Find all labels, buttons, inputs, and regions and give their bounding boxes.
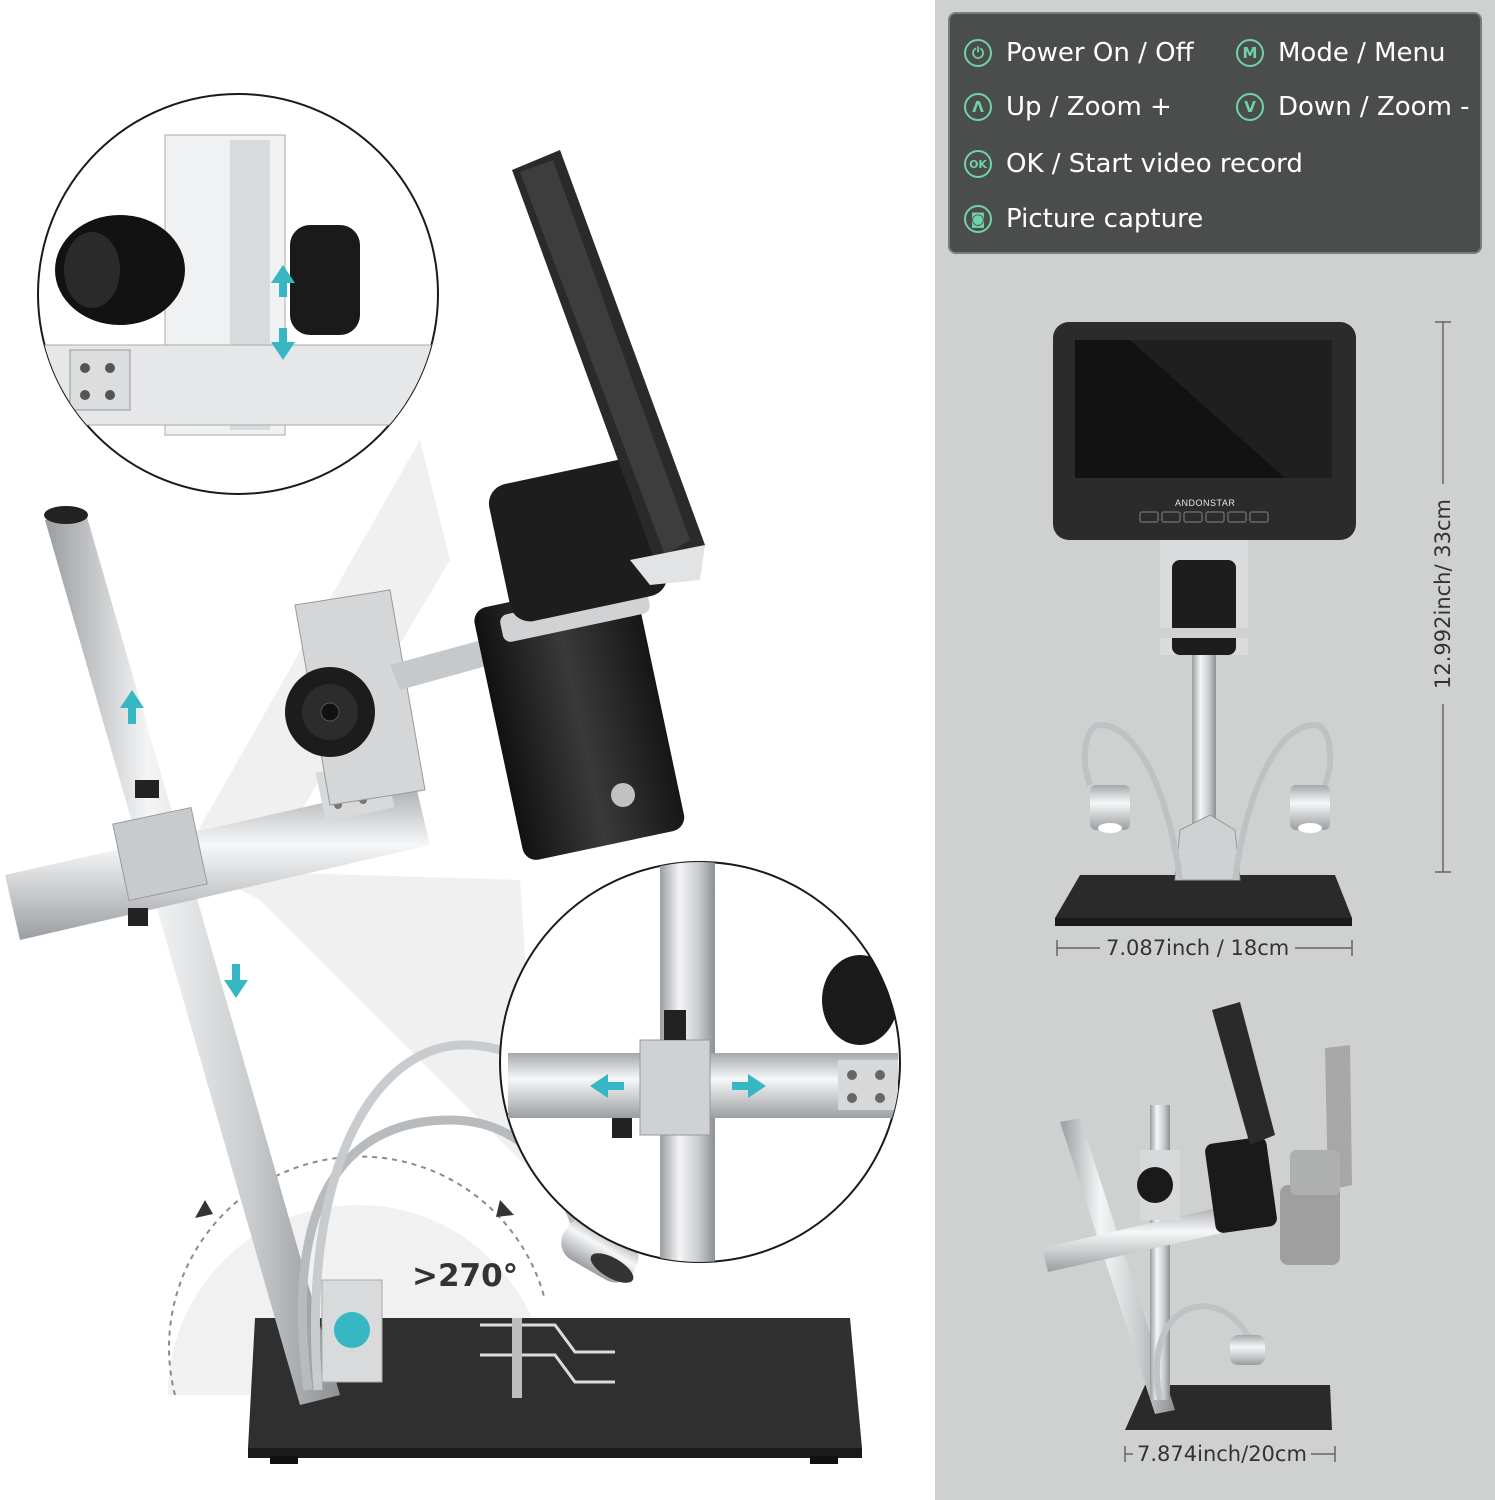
button-legend: ⏻ Power On / Off M Mode / Menu Λ Up / Zo… — [948, 12, 1482, 254]
mode-icon: M — [1236, 39, 1264, 67]
legend-label: Picture capture — [1006, 204, 1204, 234]
support-pillar — [45, 510, 340, 1405]
width-dimension-label: 7.087inch / 18cm — [1100, 936, 1296, 960]
side-view-microscope — [1042, 1002, 1352, 1430]
rotation-arc — [168, 1155, 546, 1396]
legend-item-power: ⏻ Power On / Off — [964, 38, 1193, 68]
side-width-dimension-label: 7.874inch/20cm — [1133, 1442, 1311, 1466]
legend-item-camera: ◙ Picture capture — [964, 204, 1203, 234]
legend-label: Mode / Menu — [1278, 38, 1446, 68]
camera-icon: ◙ — [964, 205, 992, 233]
height-dimension-label: 12.992inch/ 33cm — [1431, 484, 1455, 704]
horizontal-arm — [5, 782, 430, 940]
rotation-angle-label: >270° — [412, 1258, 519, 1294]
legend-label: Down / Zoom - — [1278, 92, 1470, 122]
arm-connector — [112, 806, 208, 902]
microscope-illustration — [5, 93, 901, 1464]
power-icon: ⏻ — [964, 39, 992, 67]
legend-item-up: Λ Up / Zoom + — [964, 92, 1172, 122]
ok-icon: OK — [964, 150, 992, 178]
up-arrow-icon — [120, 690, 144, 724]
up-icon: Λ — [964, 93, 992, 121]
monitor-brand-label: ANDONSTAR — [1175, 498, 1235, 508]
down-icon: V — [1236, 93, 1264, 121]
right-arrow-icon — [732, 1074, 766, 1098]
legend-item-ok: OK OK / Start video record — [964, 149, 1303, 179]
legend-item-down: V Down / Zoom - — [1236, 92, 1470, 122]
legend-label: Power On / Off — [1006, 38, 1194, 68]
base-plate — [248, 1318, 862, 1448]
legend-label: Up / Zoom + — [1006, 92, 1172, 122]
down-arrow-icon — [224, 964, 248, 998]
legend-label: OK / Start video record — [1006, 149, 1303, 179]
left-arrow-icon — [590, 1074, 624, 1098]
up-arrow-icon — [271, 265, 295, 297]
rotation-arrow-icon — [496, 1200, 514, 1217]
down-arrow-icon — [271, 328, 295, 360]
legend-item-mode: M Mode / Menu — [1236, 38, 1446, 68]
rotation-arrow-icon — [195, 1200, 213, 1218]
front-view-microscope: ANDONSTAR — [1053, 322, 1356, 926]
rotation-knob-icon — [334, 1312, 370, 1348]
